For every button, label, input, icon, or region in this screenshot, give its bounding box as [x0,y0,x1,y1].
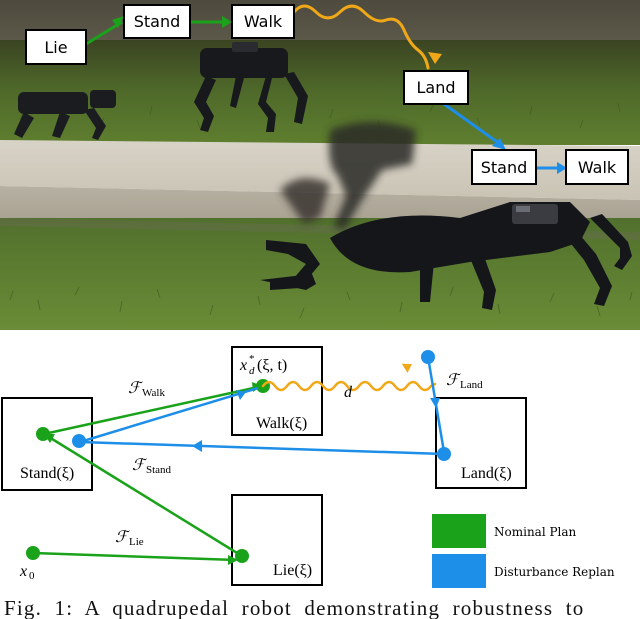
disturbance-wiggle [261,380,437,392]
x0-label: x 0 [19,563,35,582]
state-lie-label: Lie [44,38,67,57]
svg-text:ℱ: ℱ [115,529,131,546]
funnel-land-label: ℱ Land [446,372,483,391]
region-walk-box [231,346,323,436]
svg-text:Walk: Walk [142,387,165,399]
state-land: Land [403,70,469,105]
state-walk: Walk [231,4,295,39]
svg-text:Stand: Stand [146,464,172,476]
stand-point [36,427,50,441]
legend: Nominal Plan Disturbance Replan [432,514,615,588]
region-land-box [435,397,527,489]
region-walk-label: Walk(ξ) [256,415,307,432]
svg-text:x: x [19,563,27,580]
state-walk-again-label: Walk [578,158,617,177]
svg-text:ℱ: ℱ [132,457,148,474]
lie-point [235,549,249,563]
svg-text:x: x [239,357,247,374]
region-lie-box [231,494,323,586]
svg-text:0: 0 [29,570,35,582]
svg-text:Lie: Lie [129,536,144,548]
state-lie: Lie [25,29,87,65]
state-stand: Stand [123,4,191,39]
robot-jumping-blur [280,122,416,230]
start-point [26,546,40,560]
region-stand-label: Stand(ξ) [20,465,74,482]
svg-text:(ξ, t): (ξ, t) [257,357,287,374]
region-land-label: Land(ξ) [461,465,512,482]
legend-disturbance-swatch [432,554,486,588]
state-walk-label: Walk [244,12,283,31]
svg-text:*: * [249,353,255,365]
region-stand-box [1,397,93,491]
figure-caption: Fig. 1: A quadrupedal robot demonstratin… [4,598,585,619]
xd-label: x * d (ξ, t) [239,353,287,377]
robot-landing [260,202,632,310]
robot-lying [14,90,116,140]
disturbance-label: d [344,384,353,401]
land-point [437,447,451,461]
state-land-label: Land [416,78,455,97]
state-stand-again-label: Stand [481,158,528,177]
state-stand-label: Stand [134,12,181,31]
robot-standing [194,42,308,132]
funnel-lie-label: ℱ Lie [115,529,144,548]
disturbed-state-point [421,350,435,364]
robot-photo: Lie Stand Walk Land Stand Walk [0,0,640,330]
replan-stand-point [72,434,86,448]
region-lie-label: Lie(ξ) [273,562,312,579]
svg-text:Land: Land [460,379,483,391]
svg-text:ℱ: ℱ [446,372,462,389]
legend-nominal-label: Nominal Plan [494,525,577,539]
legend-nominal-swatch [432,514,486,548]
funnel-walk-label: ℱ Walk [128,380,165,399]
legend-disturbance-label: Disturbance Replan [494,565,615,579]
svg-text:d: d [249,365,255,377]
funnel-stand-label: ℱ Stand [132,457,172,476]
svg-text:ℱ: ℱ [128,380,144,397]
state-walk-again: Walk [565,149,629,185]
funnel-diagram: Stand(ξ) Walk(ξ) Land(ξ) Lie(ξ) ℱ Walk [1,346,615,588]
state-stand-again: Stand [471,149,537,185]
